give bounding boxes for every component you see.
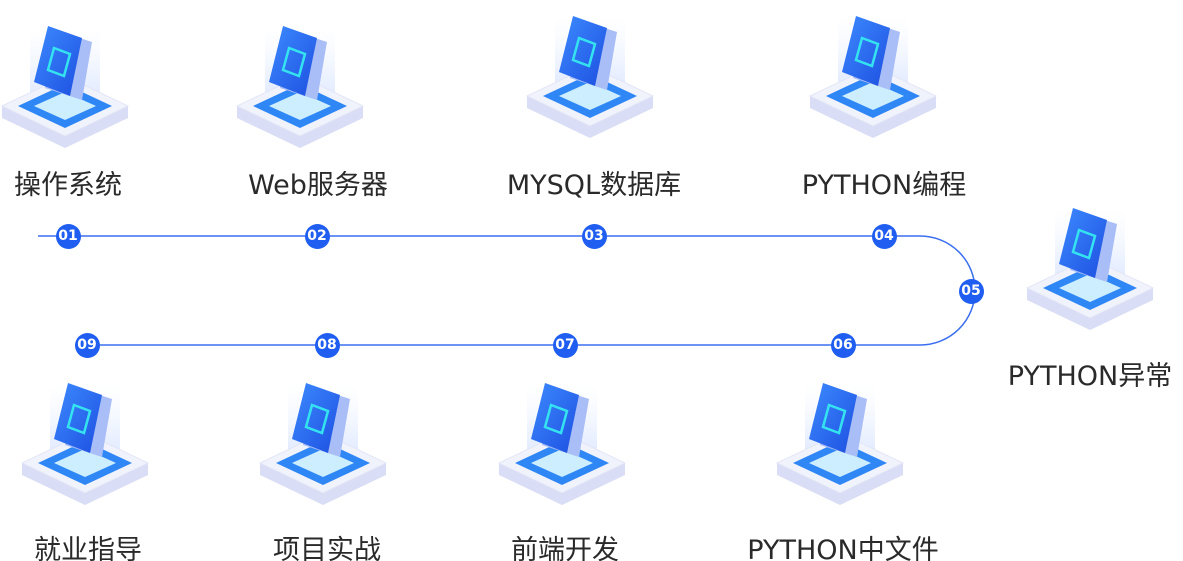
- warning-icon: [1025, 200, 1155, 335]
- step-label: 就业指导: [34, 535, 142, 561]
- step-number-badge: 09: [74, 332, 100, 358]
- step-label: 项目实战: [273, 535, 381, 561]
- step-number-badge: 04: [871, 223, 897, 249]
- step-label: 操作系统: [14, 170, 122, 201]
- step-number-badge: 07: [552, 332, 578, 358]
- network-icon: [0, 18, 130, 153]
- step-number-badge: 05: [958, 278, 984, 304]
- globe-icon: [235, 18, 365, 153]
- step-number-badge: 02: [304, 223, 330, 249]
- step-label: PYTHON异常: [1007, 361, 1173, 392]
- step-number-badge: 01: [55, 223, 81, 249]
- project-icon: [258, 375, 388, 510]
- folder-icon: [775, 375, 905, 510]
- briefcase-icon: [20, 375, 150, 510]
- code-icon: [808, 8, 938, 143]
- step-number-badge: 08: [314, 332, 340, 358]
- database-icon: [525, 8, 655, 143]
- step-label: MYSQL数据库: [506, 170, 682, 201]
- step-label: PYTHON编程: [801, 170, 967, 201]
- step-label: Web服务器: [248, 170, 388, 201]
- step-number-badge: 06: [830, 332, 856, 358]
- step-label: PYTHON中文件: [747, 535, 939, 561]
- frontend-icon: [497, 375, 627, 510]
- step-label: 前端开发: [511, 535, 619, 561]
- step-number-badge: 03: [581, 223, 607, 249]
